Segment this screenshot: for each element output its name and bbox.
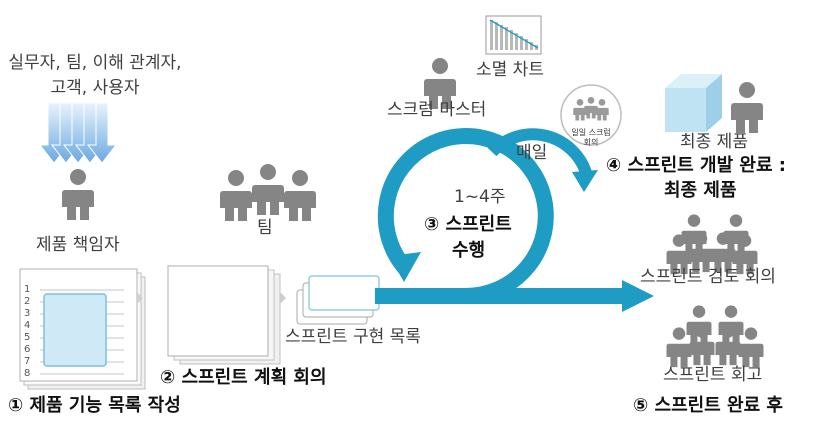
burndown-chart-icon [485, 15, 542, 55]
sprint-backlog-cards-icon [296, 275, 380, 325]
daily-scrum-meeting-icon [560, 84, 622, 146]
step4-label-line1: ④ 스프린트 개발 완료 : [606, 155, 786, 176]
step5-label: ⑤ 스프린트 완료 후 [633, 395, 783, 416]
backlog-number: 2 [24, 296, 31, 307]
burndown-chart-label: 소멸 차트 [476, 60, 544, 80]
final-product-person-icon [731, 82, 763, 133]
step3-label-line1: ③ 스프린트 [424, 214, 512, 235]
daily-scrum-meeting-label-line2: 회의 [583, 138, 599, 147]
product-owner-label: 제품 책임자 [36, 235, 120, 255]
backlog-number: 1 [24, 284, 31, 295]
backlog-number: 6 [24, 344, 31, 355]
backlog-number: 3 [24, 308, 31, 319]
sprint-review-label: 스프린트 검토 회의 [640, 267, 776, 287]
product-backlog-number-list: 1 2 3 4 5 6 7 8 [24, 284, 30, 380]
sprint-duration-label: 1~4주 [454, 187, 506, 207]
step4-label-line2: 최종 제품 [664, 180, 737, 201]
scrum-master-label: 스크럼 마스터 [387, 100, 487, 120]
backlog-number: 5 [24, 332, 31, 343]
team-people-icon [220, 164, 316, 221]
retrospective-group-icon [666, 305, 764, 368]
final-product-box-icon [665, 74, 722, 132]
retrospective-label: 스프린트 회고 [663, 365, 763, 385]
daily-label: 매일 [516, 143, 548, 163]
step2-label: ② 스프린트 계획 회의 [160, 367, 327, 388]
product-backlog-document-icon [19, 268, 146, 390]
backlog-number: 8 [24, 368, 31, 379]
daily-scrum-meeting-label-line1: 일일 스크럼 [571, 128, 611, 137]
backlog-number: 7 [24, 356, 31, 367]
product-owner-person-icon [62, 169, 94, 220]
sprint-review-group-icon [666, 214, 758, 275]
team-label: 팀 [257, 218, 273, 238]
final-product-label: 최종 제품 [680, 132, 748, 152]
daily-cycle-arrow-icon [487, 128, 598, 192]
stakeholder-input-arrows-icon [38, 102, 118, 164]
sprint-backlog-label: 스프린트 구현 목록 [285, 327, 421, 347]
sprint-planning-box-icon [167, 265, 286, 365]
step1-label: ① 제품 기능 목록 작성 [8, 395, 181, 416]
backlog-number: 4 [24, 320, 31, 331]
step3-label-line2: 수행 [452, 240, 486, 261]
stakeholders-label-line1: 실무자, 팀, 이해 관계자, [8, 53, 182, 73]
stakeholders-label-line2: 고객, 사용자 [50, 78, 140, 98]
